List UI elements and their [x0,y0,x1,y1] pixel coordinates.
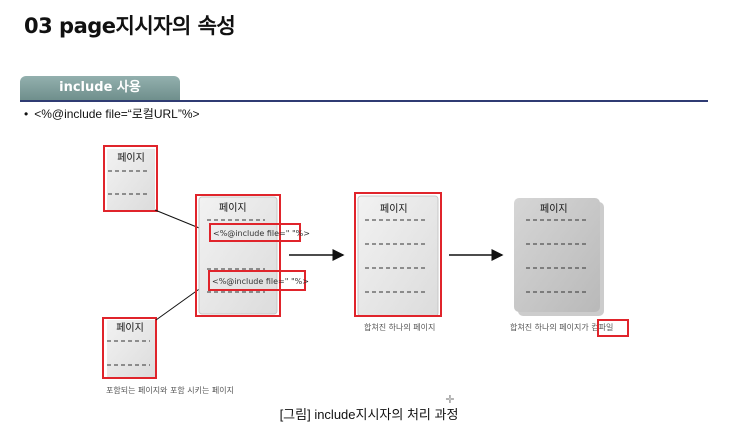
section-tab: include 사용 [20,76,180,100]
svg-text:<%@include file=" "%>: <%@include file=" "%> [213,229,310,238]
compile-highlight-box [597,319,629,337]
page-label: 페이지 [219,202,247,214]
page-title: 03 page지시자의 속성 [24,14,236,38]
section-divider [20,100,708,102]
merged-caption: 합쳐진 하나의 페이지 [364,322,435,332]
bullet-item: • <%@include file=“로컬URL”%> [24,105,200,122]
included-caption: 포함되는 페이지와 포함 시키는 페이지 [106,385,234,395]
included-page-bottom: 페이지 [102,317,157,379]
compiled-caption: 합쳐진 하나의 페이지가 컴파일 [510,322,613,332]
page-label: 페이지 [116,322,144,334]
include-directive-1: <%@include file=" "%> [209,223,310,242]
bullet-text: <%@include file=“로컬URL”%> [34,107,200,121]
page-label: 페이지 [380,203,408,215]
merged-page: 페이지 [354,192,442,317]
included-page-top: 페이지 [103,145,158,212]
svg-text:<%@include file=" "%>: <%@include file=" "%> [212,277,309,286]
compile-word: 컴파일 [591,323,613,332]
figure-caption: [그림] include지시자의 처리 과정 [279,407,459,422]
including-page: 페이지 [195,194,281,317]
page-label: 페이지 [117,152,145,164]
include-directive-2: <%@include file=" "%> [208,270,309,291]
bullet-marker: • [24,107,29,121]
page-label: 페이지 [540,203,568,215]
crosshair-icon: ✛ [445,393,454,406]
compiled-page: 페이지 [514,198,604,316]
